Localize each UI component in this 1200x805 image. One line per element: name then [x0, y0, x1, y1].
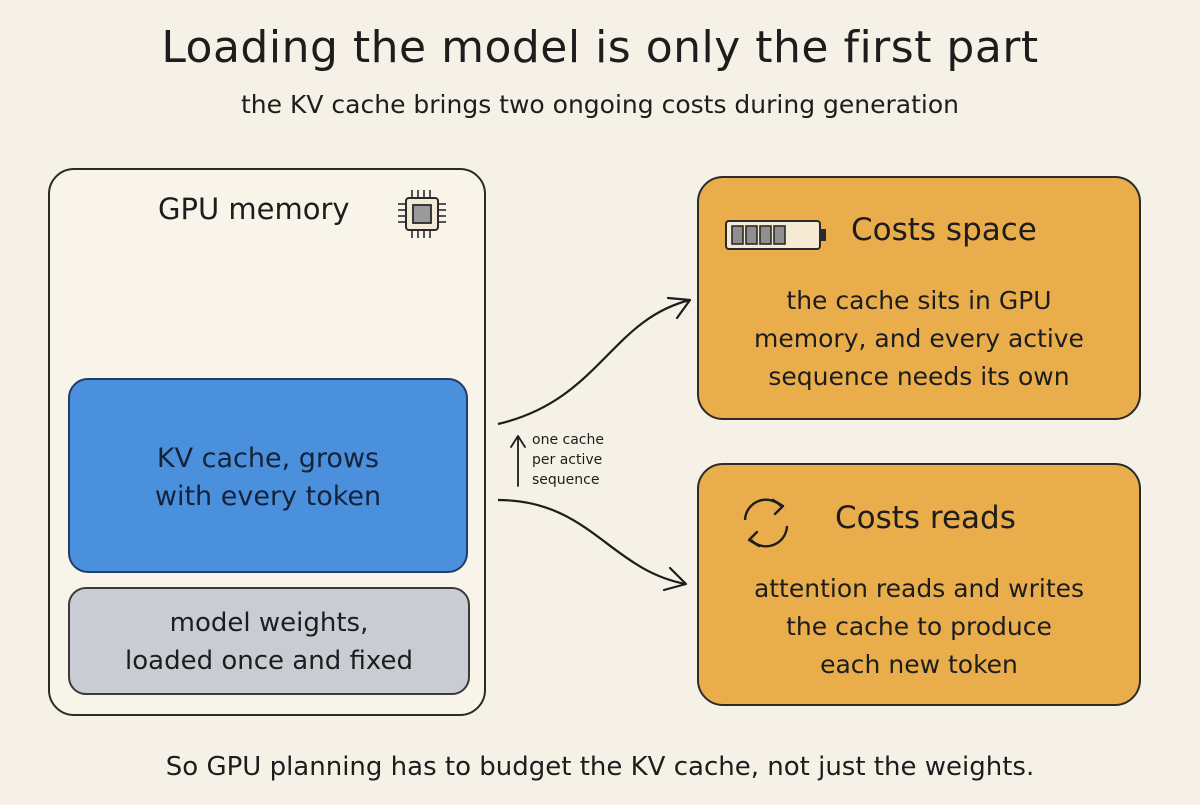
arrow-note-line-1: one cache [532, 432, 604, 448]
up-arrow [510, 435, 526, 487]
kv-cache-block [68, 378, 468, 573]
arrow-head-costs-space [666, 296, 692, 320]
kv-cache-line-2: with every token [154, 481, 382, 512]
arrow-note: one cache per active sequence [532, 430, 604, 490]
model-weights-block [68, 587, 470, 695]
model-weights-line-2: loaded once and fixed [125, 646, 413, 676]
costs-reads-line-3: each new token [820, 650, 1018, 679]
costs-reads-line-2: the cache to produce [786, 612, 1052, 641]
page-subtitle: the KV cache brings two ongoing costs du… [241, 90, 959, 119]
footer-takeaway: So GPU planning has to budget the KV cac… [165, 752, 1035, 782]
costs-space-title: Costs space [851, 212, 1037, 248]
arrow-to-costs-space [497, 298, 691, 426]
costs-space-body: the cache sits in GPU memory, and every … [697, 282, 1141, 396]
page-title: Loading the model is only the first part [161, 22, 1039, 73]
model-weights-label: model weights, loaded once and fixed [68, 604, 470, 680]
arrow-head-costs-reads [662, 566, 688, 592]
chip-icon [398, 190, 446, 238]
gpu-memory-label: GPU memory [158, 192, 350, 226]
costs-reads-title: Costs reads [835, 500, 1016, 536]
costs-reads-card [697, 463, 1141, 706]
arrow-to-costs-reads [497, 498, 687, 586]
arrow-note-line-2: per active [532, 452, 603, 468]
costs-space-line-2: memory, and every active [754, 324, 1084, 353]
costs-space-card [697, 176, 1141, 420]
arrow-note-line-3: sequence [532, 472, 600, 488]
kv-cache-label: KV cache, grows with every token [68, 440, 468, 516]
battery-icon [725, 220, 826, 250]
costs-reads-line-1: attention reads and writes [753, 574, 1085, 603]
costs-space-line-3: sequence needs its own [768, 362, 1070, 391]
costs-space-line-1: the cache sits in GPU [786, 286, 1052, 315]
cycle-arrows-icon [743, 498, 789, 548]
costs-reads-body: attention reads and writes the cache to … [697, 570, 1141, 684]
model-weights-line-1: model weights, [169, 608, 369, 638]
kv-cache-line-1: KV cache, grows [156, 443, 380, 474]
